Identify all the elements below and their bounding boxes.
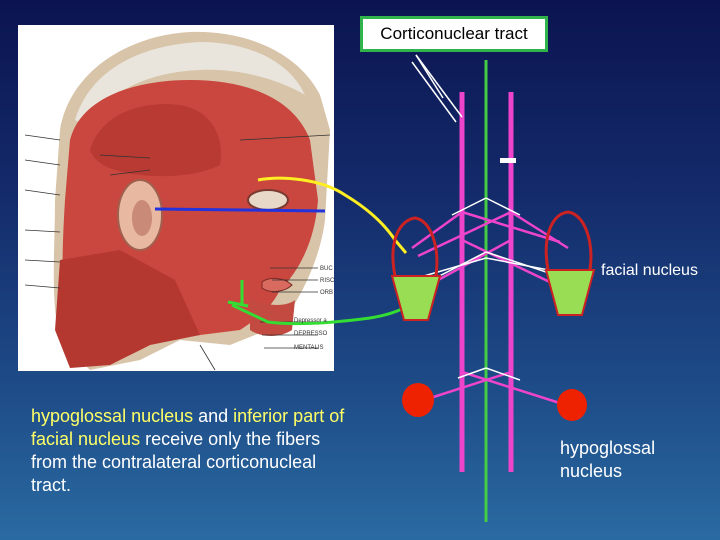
white-line-6 xyxy=(485,367,521,381)
white-line-8 xyxy=(451,197,487,216)
hypoglossal-label-line2: nucleus xyxy=(560,461,623,481)
corticonuclear-tract-title: Corticonuclear tract xyxy=(360,16,548,52)
green-branch-2 xyxy=(227,300,249,308)
ear-inner xyxy=(132,200,152,236)
branch-left-to-right-upper xyxy=(461,210,561,244)
facial-nucleus-label: facial nucleus xyxy=(601,262,698,279)
hypoglossal-label-line1: hypoglossal xyxy=(560,438,656,458)
white-line-5 xyxy=(457,367,487,379)
anat-label-depressor: Depressor a xyxy=(294,318,327,324)
anat-label-orb: ORB xyxy=(320,290,334,296)
caption-rest: receive only the fibers from the contral… xyxy=(31,429,321,495)
title-pointer-3 xyxy=(411,61,457,123)
chin xyxy=(250,300,295,336)
hypoglossal-nucleus-right xyxy=(557,389,587,421)
head-muscle-illustration xyxy=(18,25,334,371)
facial-nucleus-right xyxy=(544,210,596,316)
anat-label-depresso: DEPRESSO xyxy=(294,331,328,337)
anat-label-risc: RISC xyxy=(320,278,335,284)
cranial-aponeurosis xyxy=(75,42,305,125)
title-pointer-2 xyxy=(415,54,444,99)
facial-nucleus-left-upper xyxy=(391,216,439,277)
corticonuclear-tract-group xyxy=(411,54,586,522)
caption-inferior-facial: inferior part of facial nucleus xyxy=(31,406,345,449)
anat-label-mentalis: MENTALIS xyxy=(294,345,324,351)
facial-nucleus-left xyxy=(390,216,442,321)
eye xyxy=(247,189,289,211)
hypoglossal-nucleus-left xyxy=(402,383,434,417)
facial-nucleus-right-upper xyxy=(544,210,593,271)
white-line-7 xyxy=(485,197,521,216)
branch-right-to-left-upper xyxy=(417,210,512,258)
neck-muscles xyxy=(55,250,200,368)
caption-and: and xyxy=(193,406,234,426)
caption-text: hypoglossal nucleus and inferior part of… xyxy=(31,405,361,497)
yellow-upper-facial-fiber xyxy=(257,176,408,254)
hypoglossal-nucleus-label: hypoglossal nucleus xyxy=(560,437,710,483)
branch-left-to-left-upper xyxy=(411,210,463,250)
leader-lines xyxy=(24,134,331,371)
facial-nucleus-right-lower xyxy=(544,269,596,316)
title-pointer-1 xyxy=(415,54,463,118)
blue-upper-face-line xyxy=(154,207,326,213)
facial-nucleus-left-lower xyxy=(390,275,442,321)
anat-label-buc: BUC xyxy=(320,266,333,272)
caption-hypoglossal-nucleus: hypoglossal nucleus xyxy=(31,406,194,426)
white-line-2 xyxy=(423,257,487,277)
temporalis-muscle xyxy=(90,104,221,177)
branch-right-to-right-upper xyxy=(510,210,569,250)
lips xyxy=(261,277,293,293)
tract-marker xyxy=(500,158,516,163)
branch-left-to-right-hypo xyxy=(461,370,567,407)
